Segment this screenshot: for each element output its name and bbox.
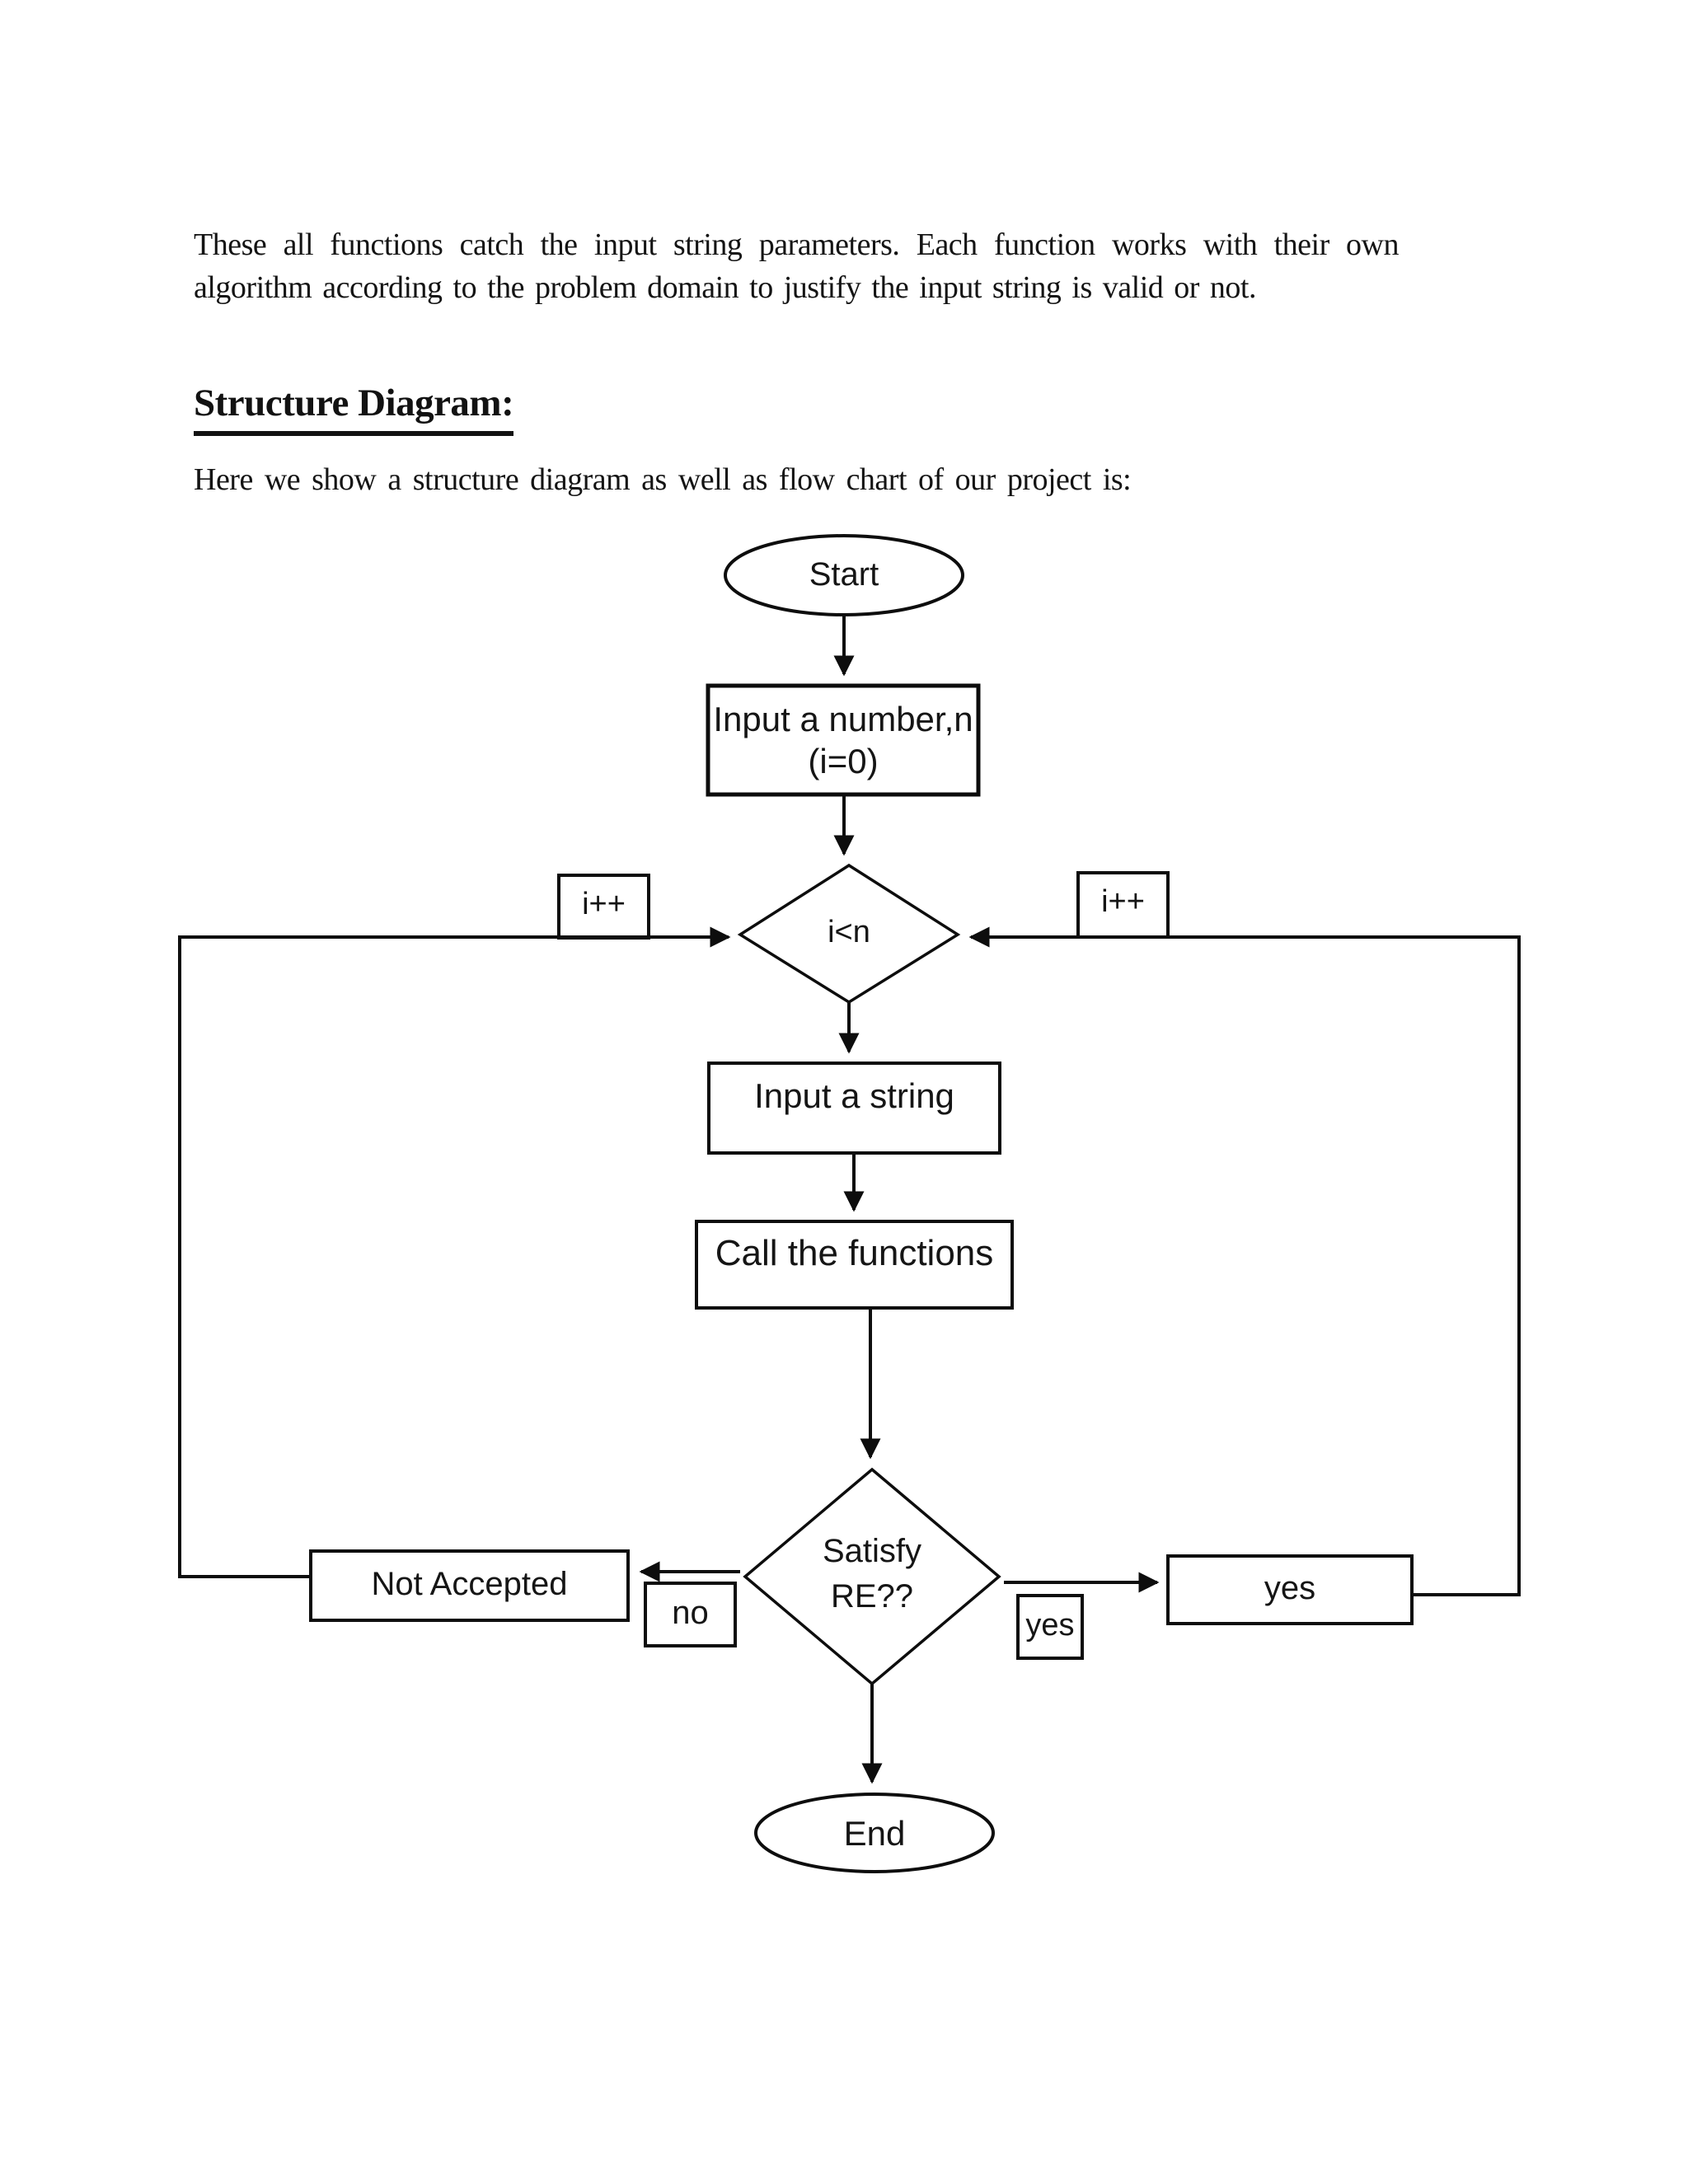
section-heading-text: Structure Diagram: [194,381,514,436]
start-ellipse [724,534,964,616]
input-number-label-line2: (i=0) [808,742,879,780]
yes-box-label: yes [1264,1570,1316,1606]
satisfy-label-line2: RE?? [830,1578,914,1615]
start-label: Start [809,556,879,593]
yes-box [1166,1554,1414,1625]
intro-paragraph: These all functions catch the input stri… [194,223,1400,309]
diagram-caption: Here we show a structure diagram as well… [194,462,1132,497]
satisfy-label: Satisfy RE?? [748,1529,996,1619]
yes-edge-box [1016,1594,1084,1660]
not-accepted-box [309,1549,630,1622]
increment-right-label: i++ [1101,884,1145,919]
intro-line-2: algorithm according to the problem domai… [194,270,1256,305]
loop-left-line [178,926,731,1578]
call-functions-label: Call the functions [715,1233,994,1273]
condition-label: i<n [828,915,870,949]
no-label: no [672,1595,709,1631]
intro-line-1: These all functions catch the input stri… [194,227,1400,262]
input-number-box [706,683,981,797]
call-functions-box [695,1220,1014,1310]
input-string-label: Input a string [754,1076,954,1115]
no-box [644,1582,737,1647]
increment-left-label: i++ [582,887,626,921]
yes-edge-label: yes [1025,1608,1075,1643]
section-heading: Structure Diagram: [194,381,514,436]
loop-right-line [968,926,1521,1596]
input-number-label: Input a number,n (i=0) [708,698,978,782]
end-label: End [843,1814,906,1853]
satisfy-label-line1: Satisfy [822,1533,922,1569]
input-number-label-line1: Input a number,n [713,700,973,738]
not-accepted-label: Not Accepted [371,1566,568,1602]
end-ellipse [754,1793,995,1873]
